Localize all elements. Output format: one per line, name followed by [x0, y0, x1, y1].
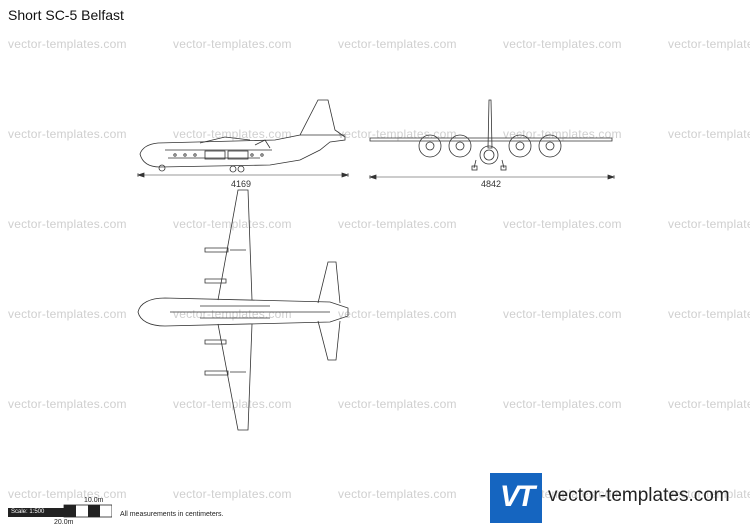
- side-view: [139, 99, 346, 173]
- measurement-note: All measurements in centimeters.: [120, 511, 224, 518]
- brand-logo[interactable]: VT: [490, 473, 542, 523]
- logo-mark: VT: [499, 480, 535, 513]
- scale-label: Scale: 1:500: [8, 508, 64, 517]
- front-span-label: 4842: [480, 179, 502, 189]
- scale-ruler: [63, 504, 112, 518]
- page-title: Short SC-5 Belfast: [8, 7, 124, 23]
- scale-bar: 10.0m Scale: 1:500 20.0m: [8, 496, 112, 526]
- side-length-label: 4169: [230, 179, 252, 189]
- brand-name[interactable]: vector-templates.com: [548, 485, 730, 506]
- front-view: [369, 99, 613, 171]
- scale-bottom-label: 20.0m: [54, 519, 74, 526]
- scale-top-label: 10.0m: [84, 497, 104, 504]
- top-view: [137, 189, 349, 431]
